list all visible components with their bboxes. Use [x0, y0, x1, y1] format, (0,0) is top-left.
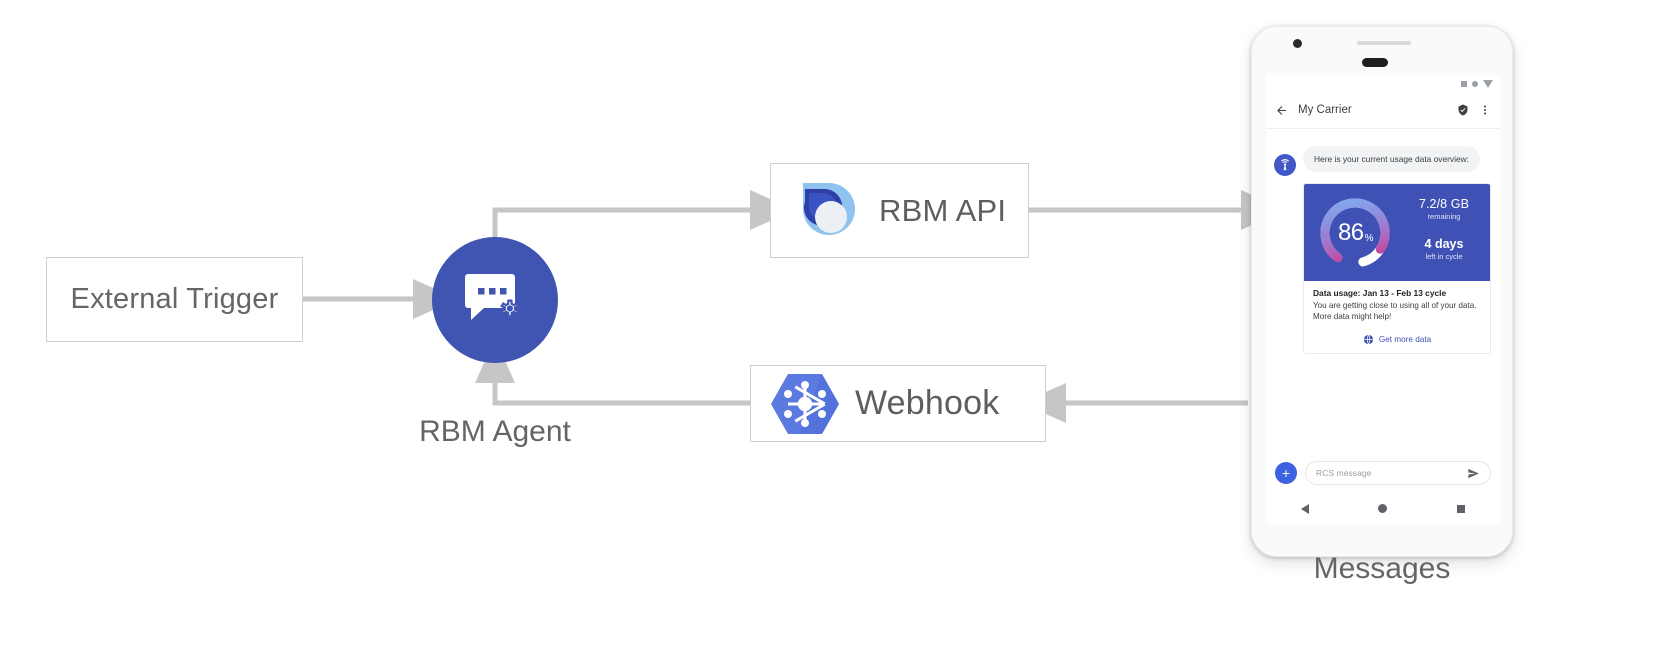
plus-icon[interactable]: +: [1275, 462, 1297, 484]
webhook-hexagon-icon: [771, 373, 839, 434]
node-rbm-agent[interactable]: [432, 237, 558, 363]
message-row: Here is your current usage data overview…: [1274, 142, 1492, 176]
app-bar: My Carrier: [1266, 92, 1500, 129]
earpiece-icon: [1362, 58, 1388, 67]
rich-card-body: Data usage: Jan 13 - Feb 13 cycle You ar…: [1304, 281, 1490, 327]
rbm-agent-label: RBM Agent: [419, 415, 571, 448]
external-trigger-label: External Trigger: [70, 283, 279, 315]
back-arrow-icon[interactable]: [1275, 104, 1288, 117]
top-speaker-grille: [1357, 41, 1411, 45]
rich-card-hero: 86% 7.2/8 GB remaining 4 days left in cy…: [1304, 184, 1490, 281]
gauge-percent-symbol: %: [1364, 232, 1374, 244]
circle-icon: [1472, 80, 1478, 87]
node-webhook[interactable]: Webhook: [750, 365, 1046, 442]
gauge-percent-number: 86: [1337, 219, 1364, 246]
front-camera-icon: [1293, 39, 1302, 48]
phone-device: My Carrier: [1251, 26, 1513, 557]
verified-shield-icon[interactable]: [1457, 104, 1469, 116]
carrier-tower-icon: [1281, 159, 1289, 171]
nav-back-icon[interactable]: [1300, 503, 1309, 514]
get-more-data-button[interactable]: Get more data: [1304, 327, 1490, 353]
rcs-message-placeholder: RCS message: [1316, 468, 1372, 478]
message-composer: + RCS message: [1266, 453, 1500, 493]
app-bar-title: My Carrier: [1298, 104, 1352, 116]
data-remaining-value: 7.2/8 GB: [1418, 197, 1470, 211]
nav-recents-icon[interactable]: [1457, 504, 1466, 513]
nav-home-icon[interactable]: [1378, 504, 1388, 513]
status-bar: [1266, 75, 1500, 92]
data-remaining-label: remaining: [1427, 212, 1461, 221]
usage-gauge: 86%: [1316, 194, 1394, 272]
chat-gear-icon: [465, 274, 520, 320]
message-thread: Here is your current usage data overview…: [1266, 129, 1500, 354]
send-icon[interactable]: [1467, 467, 1480, 480]
gauge-percent-value: 86%: [1316, 194, 1394, 272]
days-left-label: left in cycle: [1425, 252, 1463, 261]
edge-agent-to-rbmapi: [492, 190, 795, 237]
node-external-trigger[interactable]: External Trigger: [46, 257, 303, 342]
signal-triangle-icon: [1483, 79, 1493, 88]
node-rbm-api[interactable]: RBM API: [770, 163, 1029, 258]
avatar: [1274, 154, 1296, 176]
rich-card-description: You are getting close to using all of yo…: [1313, 301, 1477, 322]
globe-icon: [1363, 334, 1373, 345]
messages-label: Messages: [1313, 552, 1451, 585]
usage-summary: 7.2/8 GB remaining 4 days left in cycle: [1400, 184, 1488, 281]
webhook-label: Webhook: [855, 384, 1000, 422]
phone-screen: My Carrier: [1266, 75, 1500, 524]
overflow-menu-icon[interactable]: [1479, 104, 1491, 116]
square-icon: [1461, 80, 1467, 87]
incoming-message-bubble: Here is your current usage data overview…: [1303, 146, 1481, 173]
android-nav-bar: [1266, 493, 1500, 524]
rbm-api-label: RBM API: [879, 192, 1007, 228]
days-left-value: 4 days: [1424, 237, 1464, 251]
edge-webhook-to-agent: [475, 338, 750, 406]
rich-card[interactable]: 86% 7.2/8 GB remaining 4 days left in cy…: [1303, 183, 1491, 354]
rich-card-title: Data usage: Jan 13 - Feb 13 cycle: [1313, 288, 1447, 298]
rbm-api-logo-icon: [799, 182, 855, 235]
get-more-data-label: Get more data: [1378, 334, 1432, 344]
rcs-message-input[interactable]: RCS message: [1305, 461, 1491, 485]
